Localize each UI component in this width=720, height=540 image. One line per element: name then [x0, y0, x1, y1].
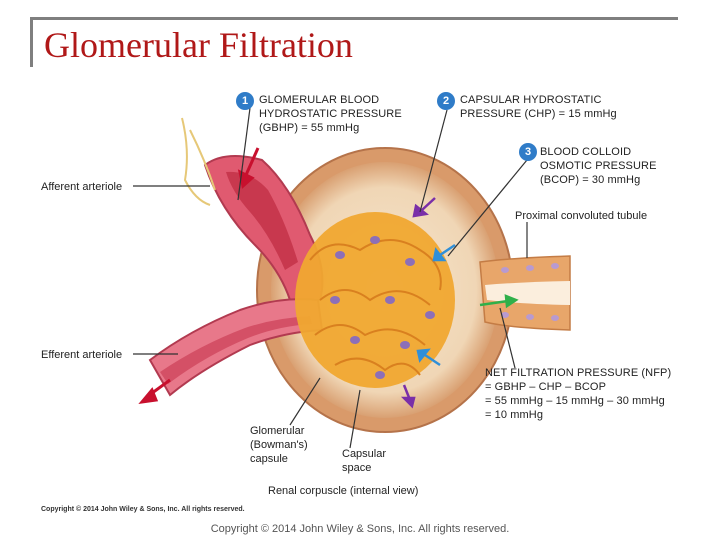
- label-afferent-arteriole: Afferent arteriole: [41, 181, 123, 193]
- diagram-caption: Renal corpuscle (internal view): [268, 485, 419, 497]
- glomerulus: [295, 212, 455, 388]
- label-gbhp: GLOMERULAR BLOOD HYDROSTATIC PRESSURE (G…: [259, 94, 402, 134]
- slide-footer: Copyright © 2014 John Wiley & Sons, Inc.…: [210, 523, 510, 535]
- label-net-filtration-pressure: NET FILTRATION PRESSURE (NFP) = GBHP – C…: [485, 367, 672, 421]
- label-efferent-arteriole: Efferent arteriole: [41, 349, 123, 361]
- badge-1: 1: [236, 92, 254, 110]
- leader-lines: [133, 107, 528, 449]
- nerve-fibers: [181, 117, 216, 206]
- slide-title: Glomerular Filtration: [44, 25, 353, 65]
- label-proximal-convoluted-tubule: Proximal convoluted tubule: [515, 210, 648, 222]
- label-glomerular-capsule: Glomerular (Bowman's) capsule: [250, 425, 308, 465]
- badge-3: 3: [519, 143, 537, 161]
- badge-2: 2: [437, 92, 455, 110]
- label-chp: CAPSULAR HYDROSTATIC PRESSURE (CHP) = 15…: [460, 94, 617, 120]
- label-capsular-space: Capsular space: [342, 448, 387, 474]
- nfp-arrow: [479, 294, 519, 309]
- label-bcop: BLOOD COLLOID OSMOTIC PRESSURE (BCOP) = …: [540, 146, 657, 186]
- image-copyright: Copyright © 2014 John Wiley & Sons, Inc.…: [41, 506, 245, 513]
- title-frame-top: [30, 17, 678, 20]
- bcop-arrows: [416, 243, 456, 367]
- proximal-convoluted-tubule: [479, 255, 571, 331]
- gbhp-arrows: [138, 147, 260, 405]
- title-frame-left: [30, 17, 33, 67]
